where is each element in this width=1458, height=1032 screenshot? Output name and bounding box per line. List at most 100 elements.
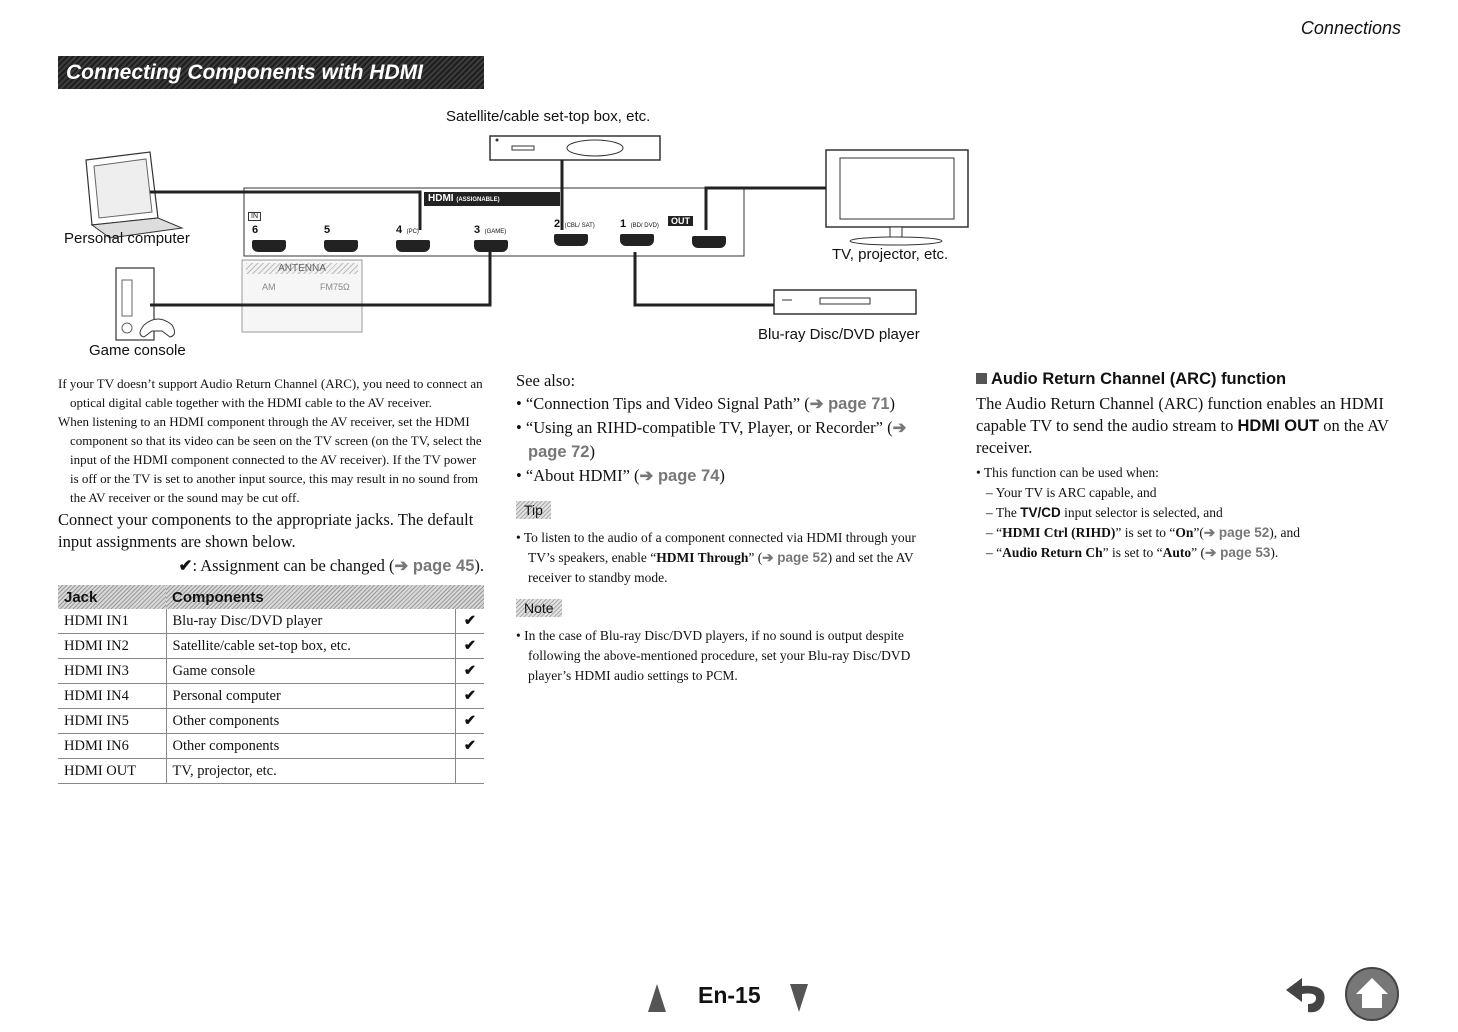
hdmi-port-icon xyxy=(324,240,358,252)
jack-num: 5 xyxy=(324,224,331,236)
jack-num: 3 xyxy=(474,224,481,236)
footnote-1: If your TV doesn’t support Audio Return … xyxy=(58,376,483,410)
list-item: • “Connection Tips and Video Signal Path… xyxy=(516,394,896,413)
hdmi-port-icon xyxy=(252,240,286,252)
tip-list: • To listen to the audio of a component … xyxy=(516,528,942,588)
fm-label: FM75Ω xyxy=(320,282,350,292)
arc-sublist: – Your TV is ARC capable, and – The TV/C… xyxy=(976,483,1402,563)
table-row: HDMI IN2 Satellite/cable set-top box, et… xyxy=(58,633,484,659)
pc-label: Personal computer xyxy=(64,230,190,247)
hdmi-jack-3: 3 (GAME) xyxy=(474,220,550,252)
check-icon xyxy=(455,758,484,784)
note-label: Note xyxy=(516,599,562,617)
arc-body-bold: HDMI OUT xyxy=(1237,417,1320,435)
cell-component: Satellite/cable set-top box, etc. xyxy=(165,633,456,659)
arc-body-post: on the AV receiver. xyxy=(976,416,1389,457)
hdmi-jack-6: 6 xyxy=(252,220,312,252)
page-link[interactable]: ➔ page 71 xyxy=(809,395,890,413)
bluray-label: Blu-ray Disc/DVD player xyxy=(758,326,920,343)
table-row: HDMI IN5 Other components ✔ xyxy=(58,708,484,734)
q: “ xyxy=(996,545,1003,560)
tip-bold: HDMI Through xyxy=(656,550,749,565)
assign-note-text: : Assignment can be changed ( xyxy=(192,556,395,575)
list-item: • “About HDMI” (➔ page 74) xyxy=(516,466,725,485)
hdmi-out-port-icon xyxy=(692,236,726,248)
cell-component: Blu-ray Disc/DVD player xyxy=(165,609,456,634)
condition-2-post: input selector is selected, and xyxy=(1060,505,1223,520)
condition-2-pre: The xyxy=(995,505,1021,520)
page-link[interactable]: ➔ page 53 xyxy=(1205,545,1271,560)
settop-box-icon xyxy=(489,135,661,161)
hdmi-port-icon xyxy=(620,234,654,246)
tv-icon xyxy=(825,149,969,246)
arc-heading-text: Audio Return Channel (ARC) function xyxy=(991,370,1287,388)
cell-jack: HDMI IN6 xyxy=(58,733,166,759)
jack-sub: (BD/ DVD) xyxy=(630,223,659,229)
hdmi-port-icon xyxy=(554,234,588,246)
tip-post: ) and set the AV receiver to standby mod… xyxy=(528,550,914,585)
hdmi-jack-row: 6 5 4 (PC) 3 (GAME) 2 (CBL/ SAT) 1 (BD/ … xyxy=(252,218,732,256)
col-jack: Jack xyxy=(58,585,166,609)
tip-mid: ” ( xyxy=(748,550,763,565)
list-item: – Your TV is ARC capable, and xyxy=(986,485,1157,500)
q: ”( xyxy=(1193,525,1204,540)
jack-num: 2 xyxy=(554,218,561,230)
q: ” is set to “ xyxy=(1102,545,1163,560)
page-link[interactable]: ➔ page 72 xyxy=(528,419,907,461)
out-label: OUT xyxy=(668,216,693,226)
assign-note: ✔: Assignment can be changed (➔ page 45)… xyxy=(58,555,484,577)
square-bullet-icon xyxy=(976,373,987,384)
list-item: – “HDMI Ctrl (RIHD)” is set to “On”(➔ pa… xyxy=(986,525,1300,540)
right-column: Audio Return Channel (ARC) function The … xyxy=(976,370,1402,563)
list-item: • In the case of Blu-ray Disc/DVD player… xyxy=(516,628,911,683)
cell-jack: HDMI OUT xyxy=(58,758,166,784)
item-text: “Connection Tips and Video Signal Path” … xyxy=(525,394,810,413)
cell-jack: HDMI IN2 xyxy=(58,633,166,659)
q: ), and xyxy=(1269,525,1300,540)
table-row: HDMI IN3 Game console ✔ xyxy=(58,658,484,684)
cell-component: Game console xyxy=(165,658,456,684)
panel-title: HDMI (ASSIGNABLE) xyxy=(428,193,500,204)
section-header: Connections xyxy=(1300,18,1401,38)
intro-text: Connect your components to the appropria… xyxy=(58,510,474,551)
cell-component: Personal computer xyxy=(165,683,456,709)
cell-component: Other components xyxy=(165,708,456,734)
see-also-label: See also: xyxy=(516,371,576,390)
home-icon[interactable] xyxy=(1344,966,1400,1022)
page-link[interactable]: ➔ page 52 xyxy=(762,550,828,565)
prev-page-icon[interactable] xyxy=(648,984,666,1012)
page-title: Connecting Components with HDMI xyxy=(58,56,484,89)
page-link[interactable]: ➔ page 74 xyxy=(639,467,720,485)
item-end: ) xyxy=(719,466,725,485)
check-icon: ✔ xyxy=(455,633,484,659)
item-text: “About HDMI” ( xyxy=(525,466,640,485)
jack-sub: (PC) xyxy=(406,229,419,235)
page-link[interactable]: ➔ page 45 xyxy=(394,557,475,575)
cell-jack: HDMI IN4 xyxy=(58,683,166,709)
connection-diagram: Satellite/cable set-top box, etc. xyxy=(50,100,990,365)
q: ). xyxy=(1270,545,1279,560)
list-item: – The TV/CD input selector is selected, … xyxy=(986,505,1223,520)
jack-num: 4 xyxy=(396,224,403,236)
next-page-icon[interactable] xyxy=(790,984,808,1012)
hdmi-port-icon xyxy=(474,240,508,252)
game-label: Game console xyxy=(89,342,186,359)
page-link[interactable]: ➔ page 52 xyxy=(1203,525,1270,540)
satellite-label: Satellite/cable set-top box, etc. xyxy=(446,108,651,125)
q: “ xyxy=(996,525,1003,540)
back-icon[interactable] xyxy=(1278,974,1336,1016)
middle-column: See also: • “Connection Tips and Video S… xyxy=(516,370,942,686)
list-item: • To listen to the audio of a component … xyxy=(516,530,916,585)
bluray-player-icon xyxy=(773,289,917,315)
laptop-icon xyxy=(85,151,184,239)
item-end: ) xyxy=(589,442,595,461)
see-also-list: • “Connection Tips and Video Signal Path… xyxy=(516,392,942,488)
note-block: Note • In the case of Blu-ray Disc/DVD p… xyxy=(516,599,942,686)
condition-1: Your TV is ARC capable, and xyxy=(995,485,1157,500)
check-icon: ✔ xyxy=(455,708,484,734)
cell-component: Other components xyxy=(165,733,456,759)
condition-4-auto: Auto xyxy=(1162,545,1192,560)
arc-heading: Audio Return Channel (ARC) function xyxy=(976,370,1402,389)
item-end: ) xyxy=(889,394,896,413)
list-item: • This function can be used when: xyxy=(976,465,1159,480)
